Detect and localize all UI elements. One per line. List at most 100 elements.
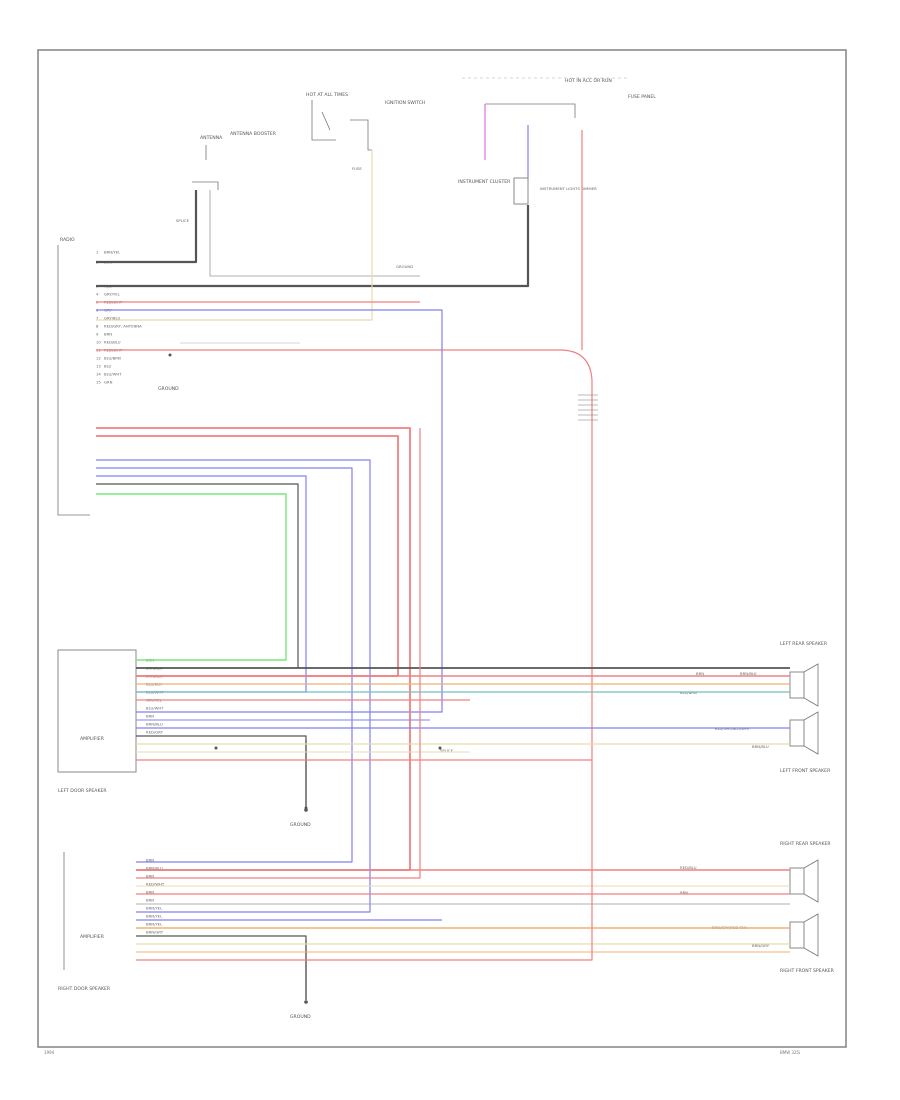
ground-top: GROUND — [396, 264, 413, 269]
antenna: ANTENNA ANTENNA BOOSTER SPLICE — [176, 131, 277, 223]
fuse-label: FUSE — [352, 166, 362, 171]
wire-rd-ground — [136, 935, 307, 940]
ground-left-door: GROUND — [290, 740, 311, 828]
radio-pin-wire: GRY/BLU — [104, 316, 120, 321]
rf-wire-b: BRN/GRY — [752, 943, 770, 948]
left-front-speaker-label: LEFT FRONT SPEAKER — [780, 768, 831, 774]
wire-red-lr1 — [96, 435, 399, 677]
fuse-panel-label: FUSE PANEL — [628, 94, 656, 100]
wire-rd-red-960 — [136, 760, 593, 961]
radio-pin-number: 13 — [96, 364, 101, 369]
left-rear-speaker-label: LEFT REAR SPEAKER — [780, 641, 828, 647]
fuse-panel: HOT IN ACC OR RUN FUSE PANEL INSTRUMENT … — [458, 77, 656, 205]
lr-wire-a: BRN/BLK — [740, 671, 757, 676]
ignition-switch-label: IGNITION SWITCH — [385, 100, 425, 106]
radio-pin-wire: GRY/YEL — [104, 292, 121, 297]
antenna-splice-label: SPLICE — [176, 218, 190, 223]
radio-pin-wire: RED/BLU — [104, 340, 121, 345]
radio-pin-wire: BLU/WHT — [104, 372, 122, 377]
left-front-speaker: LEFT FRONT SPEAKER — [780, 711, 831, 774]
right-front-speaker: RIGHT FRONT SPEAKER — [780, 913, 835, 974]
radio-pin-number: 15 — [96, 380, 101, 385]
radio-pin-wire: BLU/BRN — [104, 356, 121, 361]
dimmer-label: INSTRUMENT LIGHTS DIMMER — [540, 186, 597, 191]
hot-acc-run-label: HOT IN ACC OR RUN — [565, 78, 612, 84]
door-pin-wire: BRN/GRY — [146, 930, 164, 935]
lr-wire-b: BRN — [696, 671, 704, 676]
junction-dot — [304, 806, 308, 810]
ground-top-label: GROUND — [396, 264, 413, 269]
right-rear-speaker-label: RIGHT REAR SPEAKER — [780, 841, 831, 847]
right-rear-speaker: RIGHT REAR SPEAKER — [780, 841, 831, 903]
door-pin-wire: BRN/BLU — [146, 866, 163, 871]
radio-pin-number: 1 — [96, 250, 99, 255]
center-splice-label: SPLICE — [440, 748, 454, 753]
right-door-pin-list: BRN BRN/BLU BRN RED/WHT BRN BRN BRN/YEL BRN/YEL… — [146, 858, 165, 935]
ground-radio-label: GROUND — [158, 386, 179, 392]
wire-group — [96, 130, 790, 961]
radio-pin-wire: RED/GRY, ANTENNA — [104, 324, 142, 329]
door-pin-wire: BRN — [146, 714, 154, 719]
junction-dot — [214, 746, 218, 750]
wire-ld-ground — [136, 735, 307, 740]
ignition-switch: HOT AT ALL TIMES IGNITION SWITCH FUSE — [306, 92, 425, 171]
radio-pin-number: 7 — [96, 316, 99, 321]
radio-pin-wire: BRN — [104, 332, 112, 337]
junction-dot — [168, 353, 172, 357]
door-pin-wire: BRN/YEL — [146, 922, 163, 927]
wire-green — [96, 493, 287, 661]
wire-antenna-lead — [209, 190, 420, 277]
door-pin-wire: BRN/BLU — [146, 722, 163, 727]
ground-right-door: GROUND — [290, 940, 311, 1020]
door-pin-wire: RED/GRY — [146, 730, 164, 735]
ground-radio: GROUND — [158, 386, 179, 392]
footer-right: BMW 325i — [780, 1050, 800, 1055]
right-door-speaker: AMPLIFIER RIGHT DOOR SPEAKER BRNBRN/BLUB… — [58, 852, 165, 992]
wire-radio-ground — [96, 205, 530, 288]
radio-pin-number: 10 — [96, 340, 101, 345]
door-pin-wire: BRN — [146, 858, 154, 863]
wire-grey-484 — [96, 483, 299, 668]
radio-pin-wire: BLU — [104, 364, 112, 369]
hot-at-all-times-label: HOT AT ALL TIMES — [306, 92, 348, 98]
left-door-speaker: AMPLIFIER LEFT DOOR SPEAKER BRNBRN/BLKBR… — [57, 649, 164, 794]
right-amp-label: AMPLIFIER — [80, 934, 105, 940]
radio-pin-number: 4 — [96, 292, 99, 297]
door-pin-wire: BRN — [146, 890, 154, 895]
wire-blue-lf — [96, 467, 353, 863]
door-pin-wire: BRN — [146, 874, 154, 879]
wire-blue-bus — [96, 309, 443, 713]
radio-pin-wire: BRN/YEL — [104, 250, 121, 255]
instrument-cluster-label: INSTRUMENT CLUSTER — [458, 179, 511, 185]
wire-red-bus — [96, 349, 593, 760]
left-rear-speaker: LEFT REAR SPEAKER — [780, 641, 828, 707]
ground-left-door-label: GROUND — [290, 822, 311, 828]
radio-pin-number: 14 — [96, 372, 101, 377]
lf-wire-b: BRN/BLU — [752, 744, 769, 749]
wire-blue-rr2 — [96, 459, 371, 913]
radio-label: RADIO — [60, 237, 75, 243]
door-pin-wire: BLU/WHT — [146, 706, 164, 711]
right-front-speaker-label: RIGHT FRONT SPEAKER — [780, 968, 835, 974]
left-door-pin-list: BRNBRN/BLKBRN/BLKBLU/BLKBLU/WHTGRY/YELBL… — [146, 658, 164, 735]
door-pin-wire: BRN/YEL — [146, 914, 163, 919]
door-pin-wire: RED/WHT — [146, 882, 165, 887]
antenna-booster-label: ANTENNA BOOSTER — [230, 131, 277, 137]
radio-pin-number: 12 — [96, 356, 101, 361]
wire-ignition-yellow — [96, 150, 373, 321]
footer-left: 1994 — [44, 1050, 55, 1055]
diagram-frame — [37, 49, 847, 1048]
speaker-wire-labels: BRN BRN/BLK BLU/BRN BLU/GRY/BLU/WHT BRN/… — [680, 671, 770, 948]
junction-dot — [438, 746, 442, 750]
door-pin-wire: BRN — [146, 898, 154, 903]
wire-rd-878 — [136, 428, 421, 879]
ground-right-door-label: GROUND — [290, 1014, 311, 1020]
radio-pin-number: 9 — [96, 332, 99, 337]
left-door-speaker-label: LEFT DOOR SPEAKER — [58, 788, 107, 794]
rr-wire-a: RED/BLU — [680, 865, 697, 870]
antenna-label: ANTENNA — [200, 135, 223, 141]
rr-wire-b: BRN — [680, 890, 688, 895]
